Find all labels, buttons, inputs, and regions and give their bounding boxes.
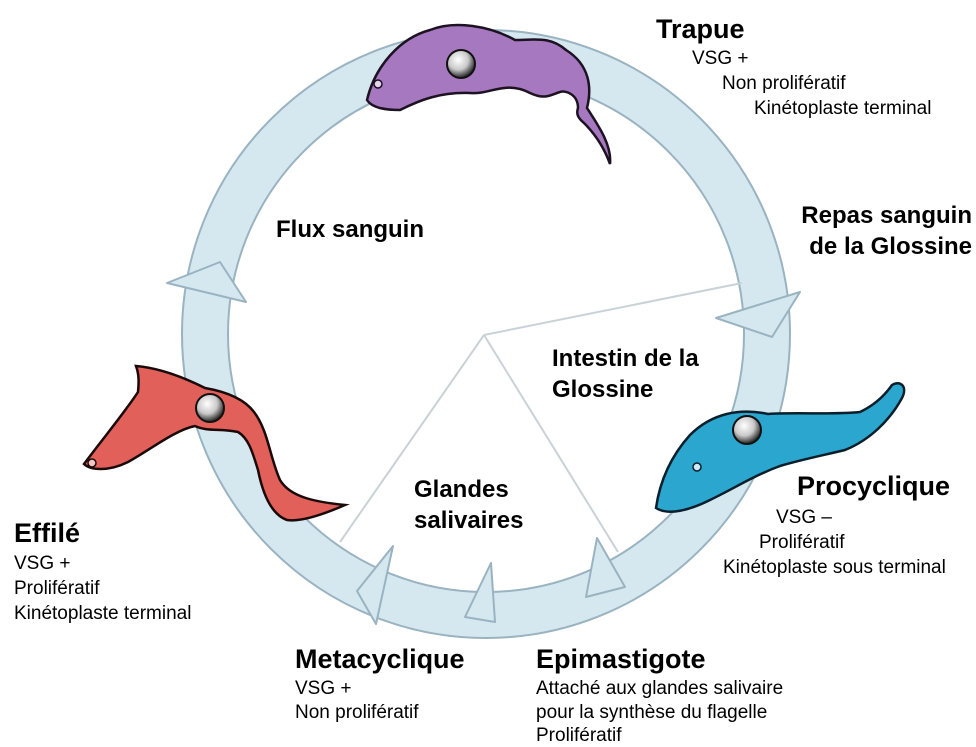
zone-label-flux: Flux sanguin	[276, 214, 424, 245]
stage-effile-line: Prolifératif	[14, 577, 100, 600]
stage-trapue-line: Kinétoplaste terminal	[754, 97, 931, 120]
stage-effile-line: Kinétoplaste terminal	[14, 602, 191, 625]
stage-effile-line: VSG +	[14, 552, 71, 575]
stage-trapue-title: Trapue	[656, 14, 745, 44]
stage-procyclique-title: Procyclique	[797, 471, 950, 501]
zone-label-repas-line1: Repas sanguin	[780, 200, 972, 231]
stage-metacyclique-line: VSG +	[295, 677, 352, 700]
stage-epimastigote-line: Attaché aux glandes salivaire	[536, 677, 783, 700]
stage-epimastigote-title: Epimastigote	[536, 644, 706, 674]
stage-metacyclique-line: Non prolifératif	[295, 701, 419, 724]
zone-label-glandes-line1: Glandes	[414, 474, 523, 505]
stage-trapue-line: VSG +	[692, 47, 749, 70]
zone-label-intestin-line1: Intestin de la	[552, 343, 699, 374]
zone-label-repas: Repas sanguin de la Glossine	[780, 200, 972, 262]
zone-label-repas-line2: de la Glossine	[780, 231, 972, 262]
stage-trapue-line: Non prolifératif	[722, 72, 846, 95]
stage-procyclique-line: Prolifératif	[759, 531, 845, 554]
stage-procyclique-line: VSG –	[776, 506, 832, 529]
zone-label-intestin: Intestin de la Glossine	[552, 343, 699, 405]
zone-label-glandes: Glandes salivaires	[414, 474, 523, 536]
stage-effile-title: Effilé	[14, 518, 80, 548]
stage-epimastigote-line: pour la synthèse du flagelle	[536, 701, 767, 724]
stage-epimastigote-line: Prolifératif	[536, 724, 622, 747]
stage-metacyclique-title: Metacyclique	[295, 644, 465, 674]
stage-procyclique-line: Kinétoplaste sous terminal	[723, 556, 946, 579]
zone-label-glandes-line2: salivaires	[414, 505, 523, 536]
zone-label-intestin-line2: Glossine	[552, 374, 699, 405]
